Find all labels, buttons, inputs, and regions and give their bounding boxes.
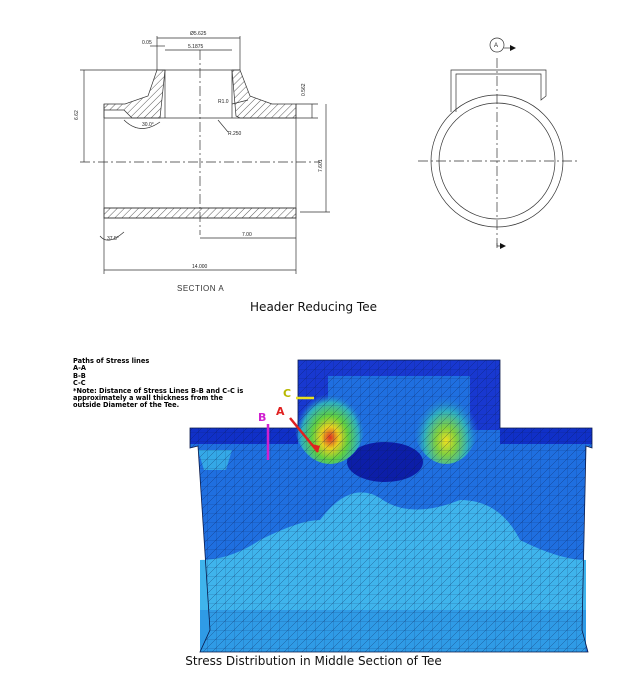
dim-angle1: 30.0° [142,122,154,128]
caption-stress: Stress Distribution in Middle Section of… [185,654,442,668]
dim-angle2: 37.5° [107,236,119,242]
note-text-1: *Note: Distance of Stress Lines B-B and … [73,386,244,395]
dim-outer-dia: Ø5.625 [190,31,207,37]
section-a-dim-text: Ø5.625 5.1875 0.05 6.62 R1.0 R.250 30.0°… [74,31,324,293]
label-b: B [258,411,266,424]
dim-radius: R1.0 [218,99,229,105]
section-label: SECTION A [177,284,224,293]
dim-header-dia: 7.601 [318,159,324,172]
path-a-arrow [312,444,320,452]
path-a-line [289,417,319,453]
section-a-drawing [80,36,330,274]
note-text-3: outside Diameter of the Tee. [73,401,180,410]
dim-thickness: 0.562 [301,83,307,96]
dim-half-len: 7.00 [242,232,252,238]
note-line-a: A-A [73,364,86,373]
stress-model [189,359,593,653]
dim-bore: 5.1875 [188,44,204,50]
note-line-b: B-B [73,371,86,380]
dim-lip: 0.05 [142,40,152,46]
dim-small-r: R.250 [228,131,242,137]
dim-length: 14.000 [192,264,208,270]
note-text-2: approximately a wall thickness from the [73,394,223,403]
label-c: C [283,387,291,400]
caption-header-tee: Header Reducing Tee [250,300,377,314]
note-title: Paths of Stress lines [73,357,150,365]
branch-wall-left [103,69,166,119]
label-a: A [276,405,285,418]
stress-paths [266,396,320,460]
stress-note: Paths of Stress lines A-A B-B C-C *Note:… [73,357,244,410]
branch-wall-right [231,69,297,119]
dim-height: 6.62 [74,110,80,120]
note-line-c: C-C [73,379,86,388]
end-view-drawing [418,37,578,250]
section-marker: A [494,43,498,49]
